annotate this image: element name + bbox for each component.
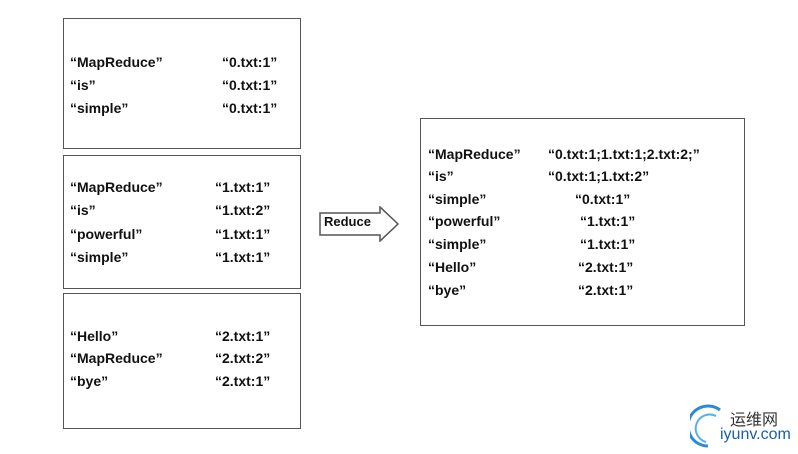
key-text: “bye” [70,373,109,389]
value-text: “1.txt:1” [215,249,271,265]
watermark-en: iyunv.com [720,426,791,443]
key-text: “bye” [428,282,467,298]
key-text: “MapReduce” [70,179,163,195]
value-text: “1.txt:1” [580,236,636,252]
value-text: “1.txt:2” [215,202,271,218]
value-text: “2.txt:1” [215,328,271,344]
value-text: “2.txt:1” [215,373,271,389]
key-text: “is” [428,168,454,184]
value-text: “2.txt:1” [578,282,634,298]
key-text: “powerful” [70,226,143,242]
key-text: “is” [70,77,96,93]
key-text: “Hello” [70,328,119,344]
key-text: “simple” [428,191,487,207]
map-output-box-0 [63,18,301,149]
value-text: “0.txt:1” [222,54,278,70]
key-text: “MapReduce” [428,146,521,162]
logo-icon [690,404,721,448]
value-text: “0.txt:1;1.txt:2” [548,168,650,184]
key-text: “simple” [70,249,129,265]
value-text: “1.txt:1” [215,179,271,195]
key-text: “powerful” [428,213,501,229]
key-text: “Hello” [428,259,477,275]
value-text: “2.txt:1” [578,259,634,275]
key-text: “simple” [70,100,129,116]
map-output-box-1 [63,155,301,289]
value-text: “1.txt:1” [215,226,271,242]
reduce-label: Reduce [324,214,371,229]
value-text: “2.txt:2” [215,350,271,366]
key-text: “MapReduce” [70,54,163,70]
value-text: “0.txt:1;1.txt:1;2.txt:2;” [548,146,700,162]
value-text: “1.txt:1” [580,213,636,229]
key-text: “simple” [428,236,487,252]
value-text: “0.txt:1” [575,191,631,207]
value-text: “0.txt:1” [222,77,278,93]
reduce-output-box [420,118,745,326]
reduce-arrow-icon [319,206,400,242]
watermark-cn: 运维网 [730,412,779,429]
value-text: “0.txt:1” [222,100,278,116]
map-output-box-2 [63,293,301,429]
key-text: “is” [70,202,96,218]
key-text: “MapReduce” [70,350,163,366]
